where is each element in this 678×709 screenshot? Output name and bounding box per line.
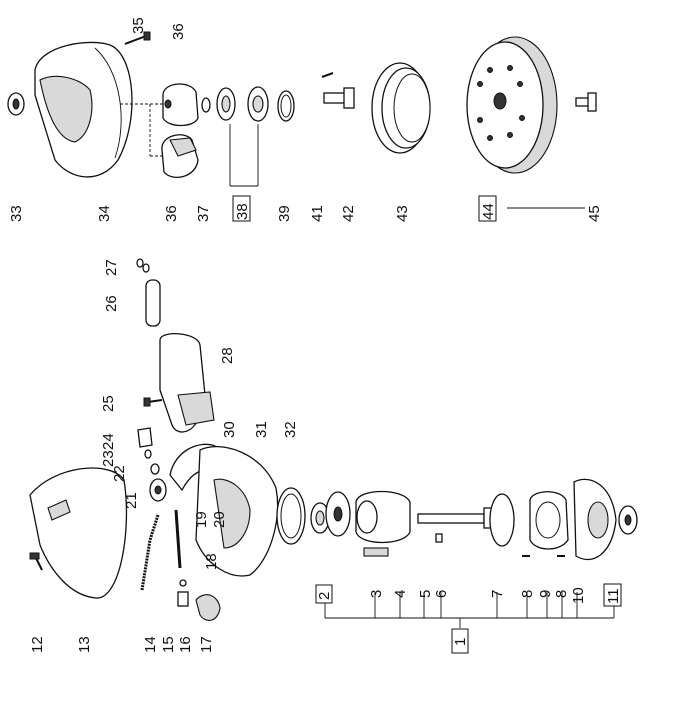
label-36-top: 36 [170,23,187,40]
part-18-rod [174,509,182,569]
label-9: 9 [537,590,554,598]
label-42: 42 [340,205,357,222]
part-14-spring [140,514,160,591]
label-38-box [232,195,251,222]
label-31: 31 [253,421,270,438]
part-15-ball [179,579,187,587]
label-2: 2 [316,592,333,600]
label-30: 30 [221,421,238,438]
part-41-screw [321,72,334,78]
part-12-screw [29,552,43,571]
label-28: 28 [219,347,236,364]
part-43-ring-gear [371,62,431,154]
label-12: 12 [29,636,46,653]
part-7-gasket [489,493,515,547]
label-24: 24 [100,433,117,450]
label-36-bottom: 36 [163,205,180,222]
leader-lines [324,207,615,628]
label-18: 18 [203,553,220,570]
label-22: 22 [111,465,128,482]
part-32-gasket [276,487,306,545]
part-45-bolt [575,92,597,112]
label-5: 5 [417,590,434,598]
label-11-box [603,583,622,607]
part-28-spindle [159,333,215,433]
part-39-o-ring [277,90,295,122]
label-4: 4 [392,590,409,598]
part-34-housing-cover [34,41,133,178]
label-35: 35 [130,17,147,34]
part-44-pad [466,36,558,174]
part-31-gear-housing [195,446,279,577]
label-14: 14 [142,636,159,653]
part-22-washer [150,463,160,475]
part-37-ring [201,97,211,113]
label-25: 25 [100,395,117,412]
label-15: 15 [160,636,177,653]
label-43: 43 [394,205,411,222]
part-36-rotor-upper [162,83,199,127]
part-16-block [177,591,189,607]
label-6: 6 [433,590,450,598]
part-17-switch-lever [195,594,221,621]
part-24-spring [137,427,153,448]
part-10-bearing-plate [573,478,617,561]
label-23: 23 [100,450,117,467]
label-39: 39 [276,205,293,222]
part-36-rotor-lower [161,134,199,178]
part-33-washer [7,92,25,116]
label-32: 32 [282,421,299,438]
label-8-a: 8 [519,590,536,598]
label-11: 11 [605,588,622,604]
label-13: 13 [76,636,93,653]
label-26: 26 [103,295,120,312]
part-13-side-cover [29,467,128,599]
label-45: 45 [586,205,603,222]
label-1: 1 [452,638,469,646]
label-41: 41 [309,205,326,222]
label-44: 44 [480,203,497,220]
label-33: 33 [8,205,25,222]
part-27-clips [136,258,150,273]
part-25-screw [143,397,163,407]
label-1-box [451,628,469,654]
part-9-balance-weight [529,491,569,550]
part-11-bearing [618,505,638,535]
label-7: 7 [489,590,506,598]
part-35-screw [124,31,151,45]
label-2-box [315,584,333,604]
label-21: 21 [123,492,140,509]
part-2-bearing-set [310,491,351,537]
part-21-gear [149,478,167,502]
label-37: 37 [195,205,212,222]
part-38-bearing-set [216,86,269,187]
label-16: 16 [177,636,194,653]
label-19: 19 [193,511,210,528]
label-38: 38 [234,203,251,220]
part-42-bolt [323,87,355,109]
label-20: 20 [211,511,228,528]
label-17: 17 [198,636,215,653]
part-3-key [363,547,389,557]
part-4-eccentric [355,490,411,544]
part-5-shaft [417,507,493,529]
part-23-ring [144,449,152,459]
label-44-box [478,195,497,222]
part-labels: 33 34 35 36 36 37 38 39 41 42 43 44 45 2… [8,17,622,654]
part-26-pin [145,279,161,327]
label-10: 10 [570,587,587,604]
label-34: 34 [96,205,113,222]
label-27: 27 [103,259,120,276]
label-3: 3 [368,590,385,598]
label-8-b: 8 [553,590,570,598]
part-6-pin [435,533,443,543]
